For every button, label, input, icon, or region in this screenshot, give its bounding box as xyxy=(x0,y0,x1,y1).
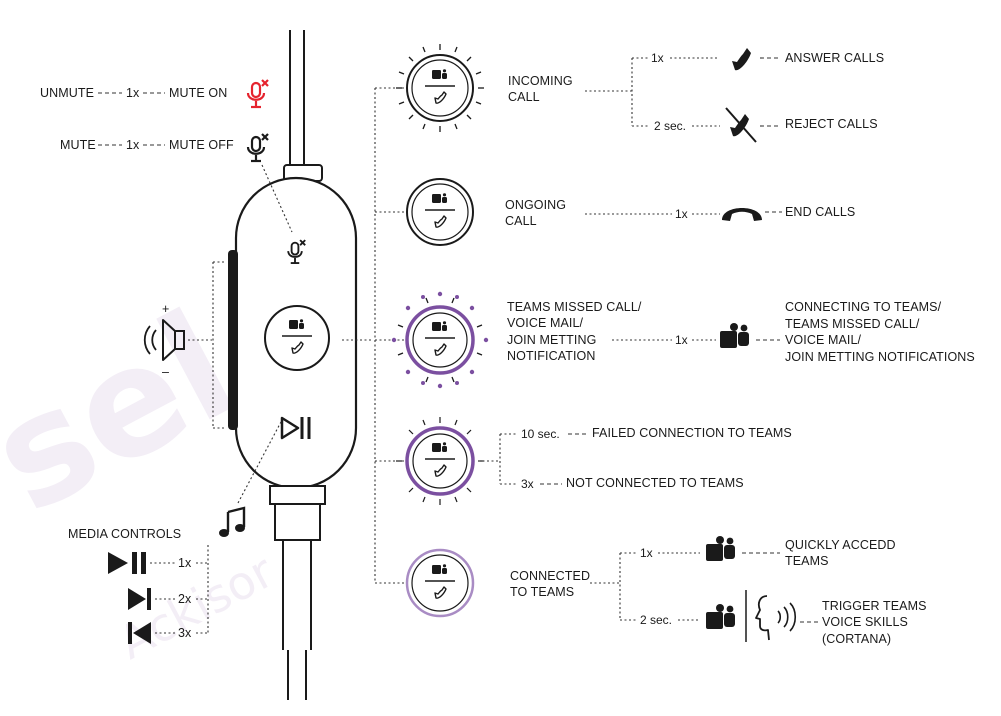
teams-logo-quick-icon xyxy=(706,536,735,562)
volume-plus-label: + xyxy=(162,302,169,316)
music-note-icon xyxy=(219,506,246,537)
state-connected-line2: TO TEAMS xyxy=(510,585,574,599)
state-connection-error-icon xyxy=(396,417,484,505)
state-incoming-line1: INCOMING xyxy=(508,74,573,88)
end-label: END CALLS xyxy=(785,205,855,219)
state-connected-icon xyxy=(405,548,475,618)
state-missed-line2: VOICE MAIL/ xyxy=(507,316,584,330)
previous-track-icon xyxy=(128,622,151,644)
mic-muted-icon xyxy=(246,132,270,163)
mic-muted-red-icon xyxy=(246,78,270,109)
state-missed-call-icon xyxy=(391,291,489,389)
notconn-label: NOT CONNECTED TO TEAMS xyxy=(566,476,744,490)
state-incoming-line2: CALL xyxy=(508,90,540,104)
missed-result-line2: TEAMS MISSED CALL/ xyxy=(785,317,920,331)
voice-line1: TRIGGER TEAMS xyxy=(822,599,927,613)
media-controls-title: MEDIA CONTROLS xyxy=(68,527,181,541)
state-missed-line1: TEAMS MISSED CALL/ xyxy=(507,300,642,314)
speaker-volume-icon xyxy=(143,319,185,361)
voice-speaking-icon xyxy=(755,595,797,641)
voice-line2: VOICE SKILLS xyxy=(822,615,908,629)
answer-label: ANSWER CALLS xyxy=(785,51,884,65)
controller-teams-button[interactable] xyxy=(264,305,330,371)
teams-logo-voice-icon xyxy=(706,604,735,630)
mute-label: MUTE xyxy=(60,138,96,152)
end-press: 1x xyxy=(675,207,688,221)
voice-line3: (CORTANA) xyxy=(822,632,891,646)
state-connected-line1: CONNECTED xyxy=(510,569,590,583)
unmute-label: UNMUTE xyxy=(40,86,94,100)
phone-reject-icon xyxy=(725,107,757,143)
mute-on-label: MUTE ON xyxy=(169,86,227,100)
notconn-press: 3x xyxy=(521,477,534,491)
reject-label: REJECT CALLS xyxy=(785,117,878,131)
previous-press: 3x xyxy=(178,626,192,640)
next-track-icon xyxy=(128,588,151,610)
fail-label: FAILED CONNECTION TO TEAMS xyxy=(592,426,792,440)
fail-press: 10 sec. xyxy=(521,427,560,441)
voice-press: 2 sec. xyxy=(640,613,672,627)
mute-on-row: UNMUTE 1x MUTE ON xyxy=(40,78,270,109)
controller-device xyxy=(228,30,358,700)
missed-press: 1x xyxy=(675,333,688,347)
media-controls: MEDIA CONTROLS 1x 2x 3x xyxy=(68,419,283,644)
svg-text:sel: sel xyxy=(0,279,261,546)
quick-line2: TEAMS xyxy=(785,554,829,568)
volume-control: + – xyxy=(143,261,226,429)
mute-off-row: MUTE 1x MUTE OFF xyxy=(60,132,270,163)
reject-press: 2 sec. xyxy=(654,119,686,133)
play-pause-icon xyxy=(108,552,146,574)
state-missed-line3: JOIN METTING xyxy=(507,333,596,347)
state-ongoing-line2: CALL xyxy=(505,214,537,228)
phone-handset-icon xyxy=(732,48,751,71)
hang-up-icon xyxy=(722,208,762,221)
quick-press: 1x xyxy=(640,546,653,560)
missed-result-line3: VOICE MAIL/ xyxy=(785,333,862,347)
answer-press: 1x xyxy=(651,51,664,65)
volume-minus-label: – xyxy=(162,365,169,379)
next-press: 2x xyxy=(178,592,192,606)
missed-result-line4: JOIN METTING NOTIFICATIONS xyxy=(785,350,975,364)
mute-on-press: 1x xyxy=(126,86,140,100)
missed-result-line1: CONNECTING TO TEAMS/ xyxy=(785,300,942,314)
mute-off-press: 1x xyxy=(126,138,140,152)
teams-logo-icon xyxy=(720,323,749,349)
mute-off-label: MUTE OFF xyxy=(169,138,234,152)
state-incoming-call-icon xyxy=(396,44,484,132)
state-missed-line4: NOTIFICATION xyxy=(507,349,595,363)
quick-line1: QUICKLY ACCEDD xyxy=(785,538,896,552)
controller-play-pause-icon[interactable] xyxy=(280,416,311,440)
state-ongoing-line1: ONGOING xyxy=(505,198,566,212)
play-pause-press: 1x xyxy=(178,556,192,570)
state-ongoing-call-icon xyxy=(406,178,474,246)
